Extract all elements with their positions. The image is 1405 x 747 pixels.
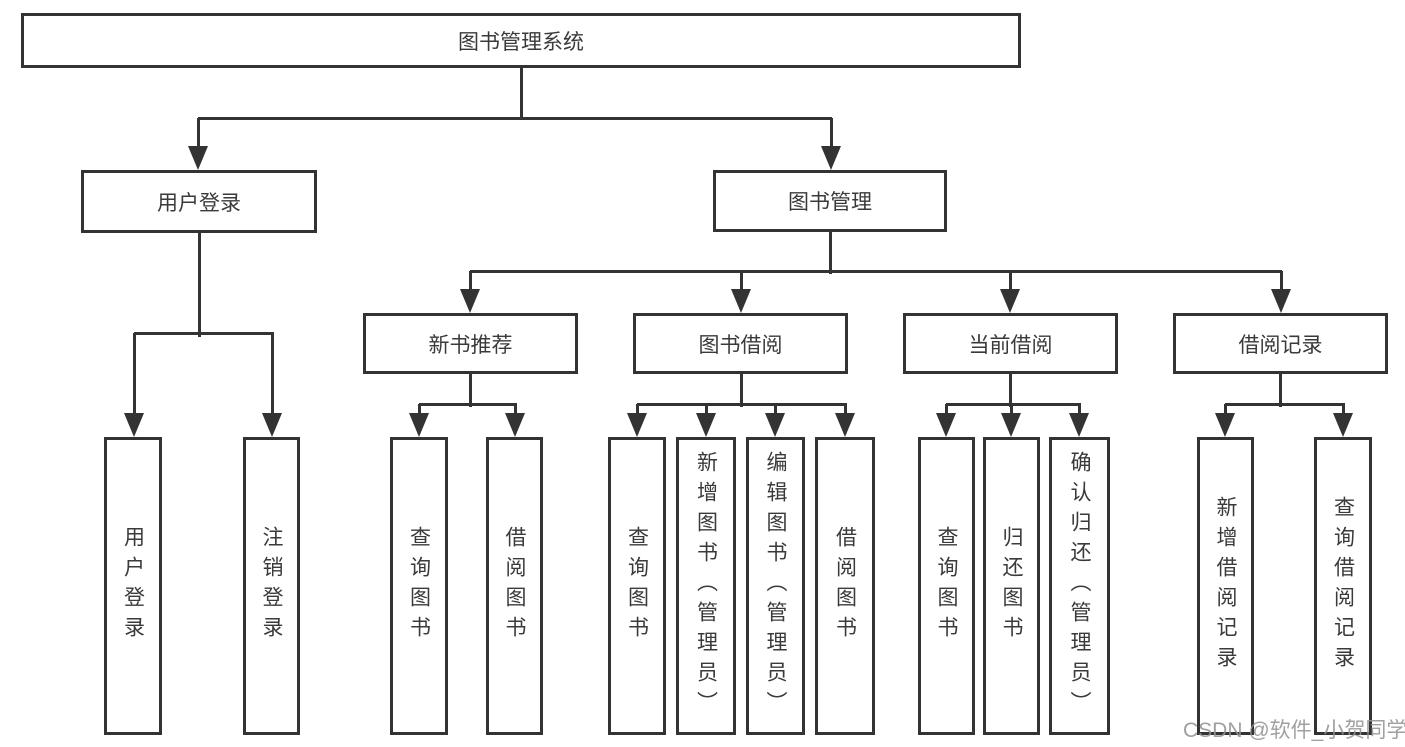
node-label: 图书管理: [788, 191, 872, 214]
node-new-book-recommend: 新书推荐: [363, 313, 578, 374]
node-label: 用户登录: [157, 191, 241, 215]
arrowhead-icon: [188, 146, 208, 170]
connector-line: [519, 68, 523, 120]
connector-line: [470, 269, 1282, 273]
node-label: 查询图书: [625, 526, 649, 646]
arrowhead-icon: [696, 413, 716, 437]
node-return-books: 归还图书: [983, 437, 1040, 735]
connector-line: [270, 333, 274, 416]
connector-line: [134, 331, 274, 335]
node-label: 查询图书: [407, 526, 431, 646]
connector-line: [198, 116, 832, 120]
node-label: 当前借阅: [968, 333, 1053, 357]
arrowhead-icon: [765, 413, 785, 437]
arrowhead-icon: [936, 413, 956, 437]
connector-line: [635, 404, 639, 415]
node-logout-action: 注销登录: [243, 437, 300, 735]
node-borrow-books-2: 借阅图书: [815, 437, 875, 735]
arrowhead-icon: [505, 413, 525, 437]
connector-line: [1278, 374, 1282, 407]
connector-line: [513, 404, 517, 415]
node-user-login-action: 用户登录: [104, 437, 162, 735]
connector-line: [1077, 404, 1081, 415]
node-query-books-3: 查询图书: [918, 437, 975, 735]
node-user-login: 用户登录: [81, 170, 317, 233]
node-label: 图书管理系统: [458, 30, 584, 54]
connector-line: [946, 402, 1081, 406]
node-query-books-1: 查询图书: [390, 437, 448, 735]
node-label: 新增借阅记录: [1214, 496, 1237, 676]
node-book-management: 图书管理: [713, 170, 947, 232]
arrowhead-icon: [835, 413, 855, 437]
connector-line: [1008, 374, 1012, 407]
node-label: 借阅记录: [1238, 333, 1323, 357]
connector-line: [843, 404, 847, 415]
node-confirm-return-admin: 确认归还（管理员）: [1049, 437, 1110, 735]
node-label: 新增图书（管理员）: [694, 451, 718, 721]
node-book-borrowing: 图书借阅: [633, 313, 848, 374]
connector-line: [829, 118, 833, 152]
arrowhead-icon: [1000, 289, 1020, 313]
node-label: 用户登录: [121, 526, 145, 646]
connector-line: [468, 271, 472, 293]
arrowhead-icon: [627, 413, 647, 437]
node-edit-books-admin: 编辑图书（管理员）: [746, 437, 805, 735]
node-label: 查询图书: [935, 526, 958, 646]
arrowhead-icon: [1271, 289, 1291, 313]
connector-line: [1009, 404, 1013, 415]
node-query-borrowing-record: 查询借阅记录: [1314, 437, 1372, 735]
node-label: 编辑图书（管理员）: [764, 451, 787, 721]
node-label: 查询借阅记录: [1331, 496, 1355, 676]
connector-line: [1279, 271, 1283, 293]
arrowhead-icon: [1333, 413, 1353, 437]
node-label: 归还图书: [1000, 526, 1023, 646]
connector-line: [1225, 402, 1345, 406]
node-query-books-2: 查询图书: [608, 437, 666, 735]
connector-line: [417, 404, 421, 415]
arrowhead-icon: [460, 289, 480, 313]
arrowhead-icon: [1069, 413, 1089, 437]
connector-line: [1341, 404, 1345, 415]
connector-line: [132, 333, 136, 416]
node-label: 借阅图书: [833, 526, 857, 646]
node-label: 确认归还（管理员）: [1068, 451, 1091, 721]
arrowhead-icon: [409, 413, 429, 437]
arrowhead-icon: [124, 413, 144, 437]
connector-line: [739, 374, 743, 407]
node-borrowing-records: 借阅记录: [1173, 313, 1388, 374]
csdn-watermark: CSDN @软件_小贺同学: [1183, 719, 1405, 742]
connector-line: [1223, 404, 1227, 415]
node-label: 借阅图书: [503, 526, 526, 646]
connector-line: [704, 404, 708, 415]
arrowhead-icon: [821, 146, 841, 170]
arrowhead-icon: [262, 413, 282, 437]
node-add-books-admin: 新增图书（管理员）: [676, 437, 736, 735]
connector-line: [944, 404, 948, 415]
node-add-borrowing-record: 新增借阅记录: [1197, 437, 1254, 735]
connector-line: [468, 374, 472, 407]
connector-line: [637, 402, 847, 406]
connector-line: [739, 271, 743, 293]
node-label: 新书推荐: [428, 333, 513, 357]
connector-line: [828, 232, 832, 274]
node-label: 注销登录: [260, 526, 283, 646]
node-library-management-system: 图书管理系统: [21, 13, 1021, 68]
arrowhead-icon: [731, 289, 751, 313]
connector-line: [773, 404, 777, 415]
node-borrow-books-1: 借阅图书: [486, 437, 543, 735]
connector-line: [196, 118, 200, 152]
connector-line: [1008, 271, 1012, 293]
node-label: 图书借阅: [698, 333, 783, 357]
connector-line: [197, 233, 201, 337]
arrowhead-icon: [1001, 413, 1021, 437]
connector-line: [419, 402, 517, 406]
arrowhead-icon: [1215, 413, 1235, 437]
node-current-borrowing: 当前借阅: [903, 313, 1118, 374]
